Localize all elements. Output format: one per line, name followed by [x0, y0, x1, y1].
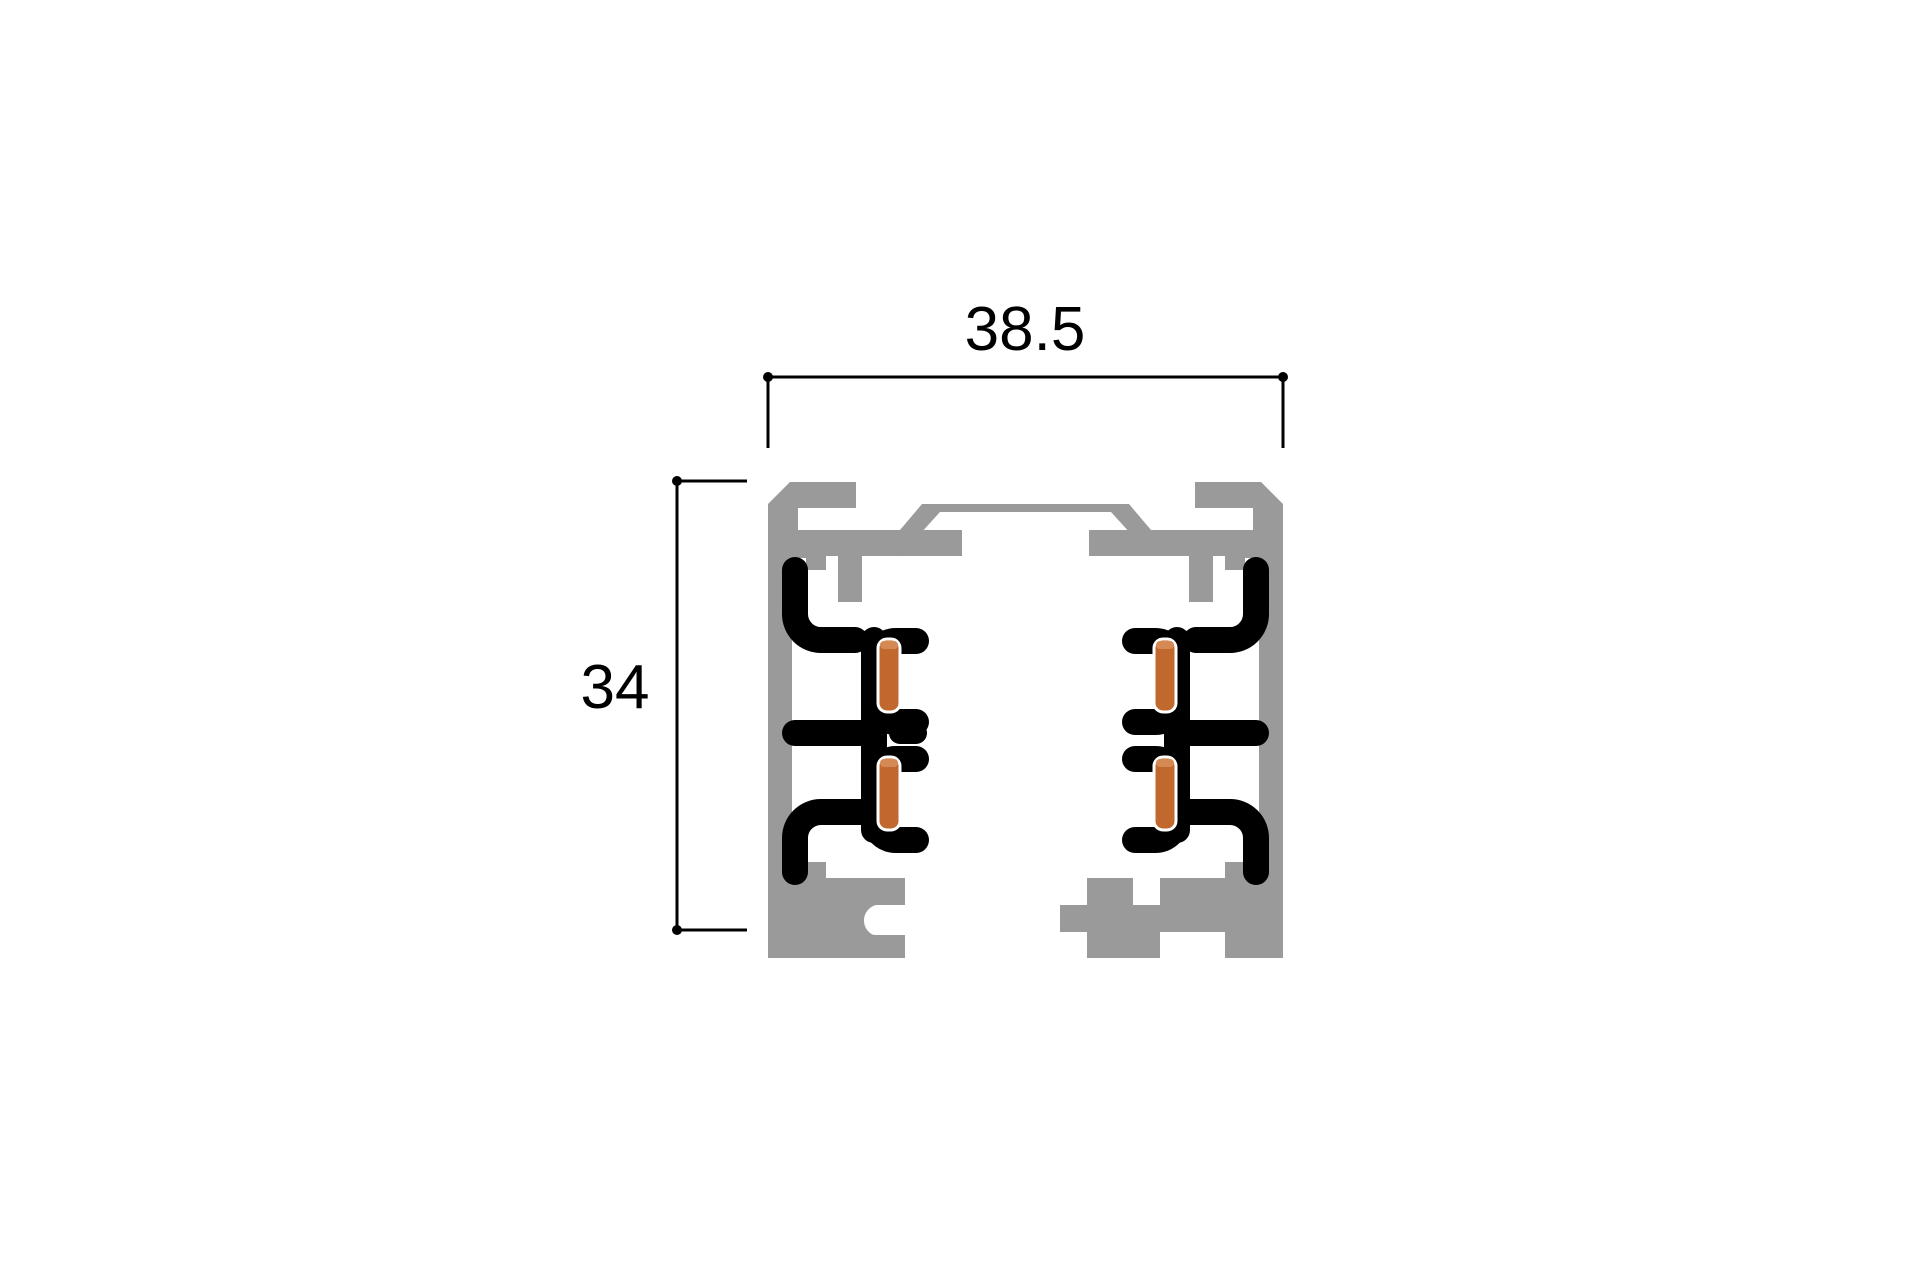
extrusion-left-inner-ledge	[838, 556, 862, 602]
dimension-terminator-left	[763, 372, 773, 382]
insulator-right-bottom-hook	[1164, 799, 1269, 885]
dimension-height-label: 34	[581, 653, 650, 722]
conductor-body	[1152, 755, 1178, 832]
extrusion-bottom-left-foot	[768, 872, 905, 958]
insulator-right-top-hook	[1183, 557, 1269, 653]
extrusion-left-shoulder	[792, 530, 922, 556]
conductor-highlight	[880, 759, 898, 767]
dimension-width-label: 38.5	[965, 295, 1086, 364]
conductor-body	[876, 637, 902, 714]
copper-conductor-group	[876, 637, 1178, 832]
extrusion-right-inner-ledge	[1189, 556, 1213, 602]
insulator-left-bottom-hook	[782, 799, 887, 885]
dimension-height: 34	[581, 476, 747, 935]
dimension-width: 38.5	[763, 295, 1288, 448]
conductor-left-lower	[876, 755, 902, 832]
conductor-right-upper	[1152, 637, 1178, 714]
dimension-terminator-top	[672, 476, 682, 486]
insulator-left-top-hook	[782, 557, 868, 653]
conductor-body	[1152, 637, 1178, 714]
conductor-highlight	[880, 641, 898, 649]
aluminium-extrusion-body	[768, 482, 1283, 958]
extrusion-top-cap	[900, 504, 1151, 556]
conductor-left-upper	[876, 637, 902, 714]
conductor-right-lower	[1152, 755, 1178, 832]
conductor-highlight	[1156, 641, 1174, 649]
dimension-terminator-bottom	[672, 925, 682, 935]
conductor-body	[876, 755, 902, 832]
extrusion-bottom-right-foot	[1100, 862, 1283, 958]
dimension-terminator-right	[1278, 372, 1288, 382]
conductor-highlight	[1156, 759, 1174, 767]
